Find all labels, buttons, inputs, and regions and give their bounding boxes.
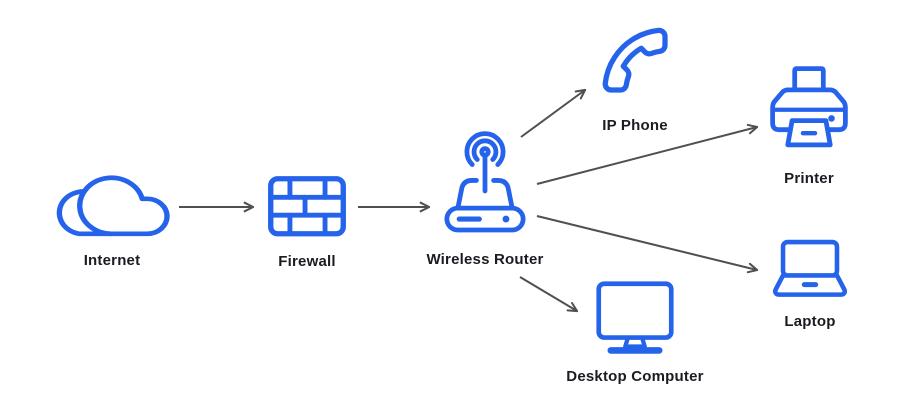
phone-handset-icon (602, 27, 668, 93)
cloud-icon (56, 175, 170, 237)
node-label-printer: Printer (784, 170, 834, 188)
printer-icon (770, 66, 848, 148)
arrow-router-to-desktop (519, 276, 579, 313)
firewall-icon (268, 176, 346, 237)
node-printer: Printer (729, 66, 889, 187)
arrow-router-to-ip-phone (520, 88, 587, 138)
node-label-firewall: Firewall (278, 252, 336, 270)
node-ip-phone: IP Phone (555, 24, 715, 134)
node-internet: Internet (32, 175, 192, 269)
node-wireless-router: Wireless Router (405, 128, 565, 268)
laptop-icon (772, 239, 848, 297)
node-label-laptop: Laptop (784, 313, 836, 331)
desktop-monitor-icon (596, 281, 674, 354)
node-firewall: Firewall (227, 176, 387, 270)
node-desktop-computer: Desktop Computer (555, 281, 715, 385)
wireless-router-icon (444, 131, 526, 233)
node-label-desktop-computer: Desktop Computer (566, 368, 704, 386)
node-laptop: Laptop (730, 239, 890, 330)
node-label-ip-phone: IP Phone (602, 117, 668, 134)
node-label-wireless-router: Wireless Router (426, 250, 544, 268)
arrow-router-to-laptop (536, 215, 759, 274)
arrow-router-to-printer (536, 123, 759, 185)
node-label-internet: Internet (83, 252, 141, 269)
